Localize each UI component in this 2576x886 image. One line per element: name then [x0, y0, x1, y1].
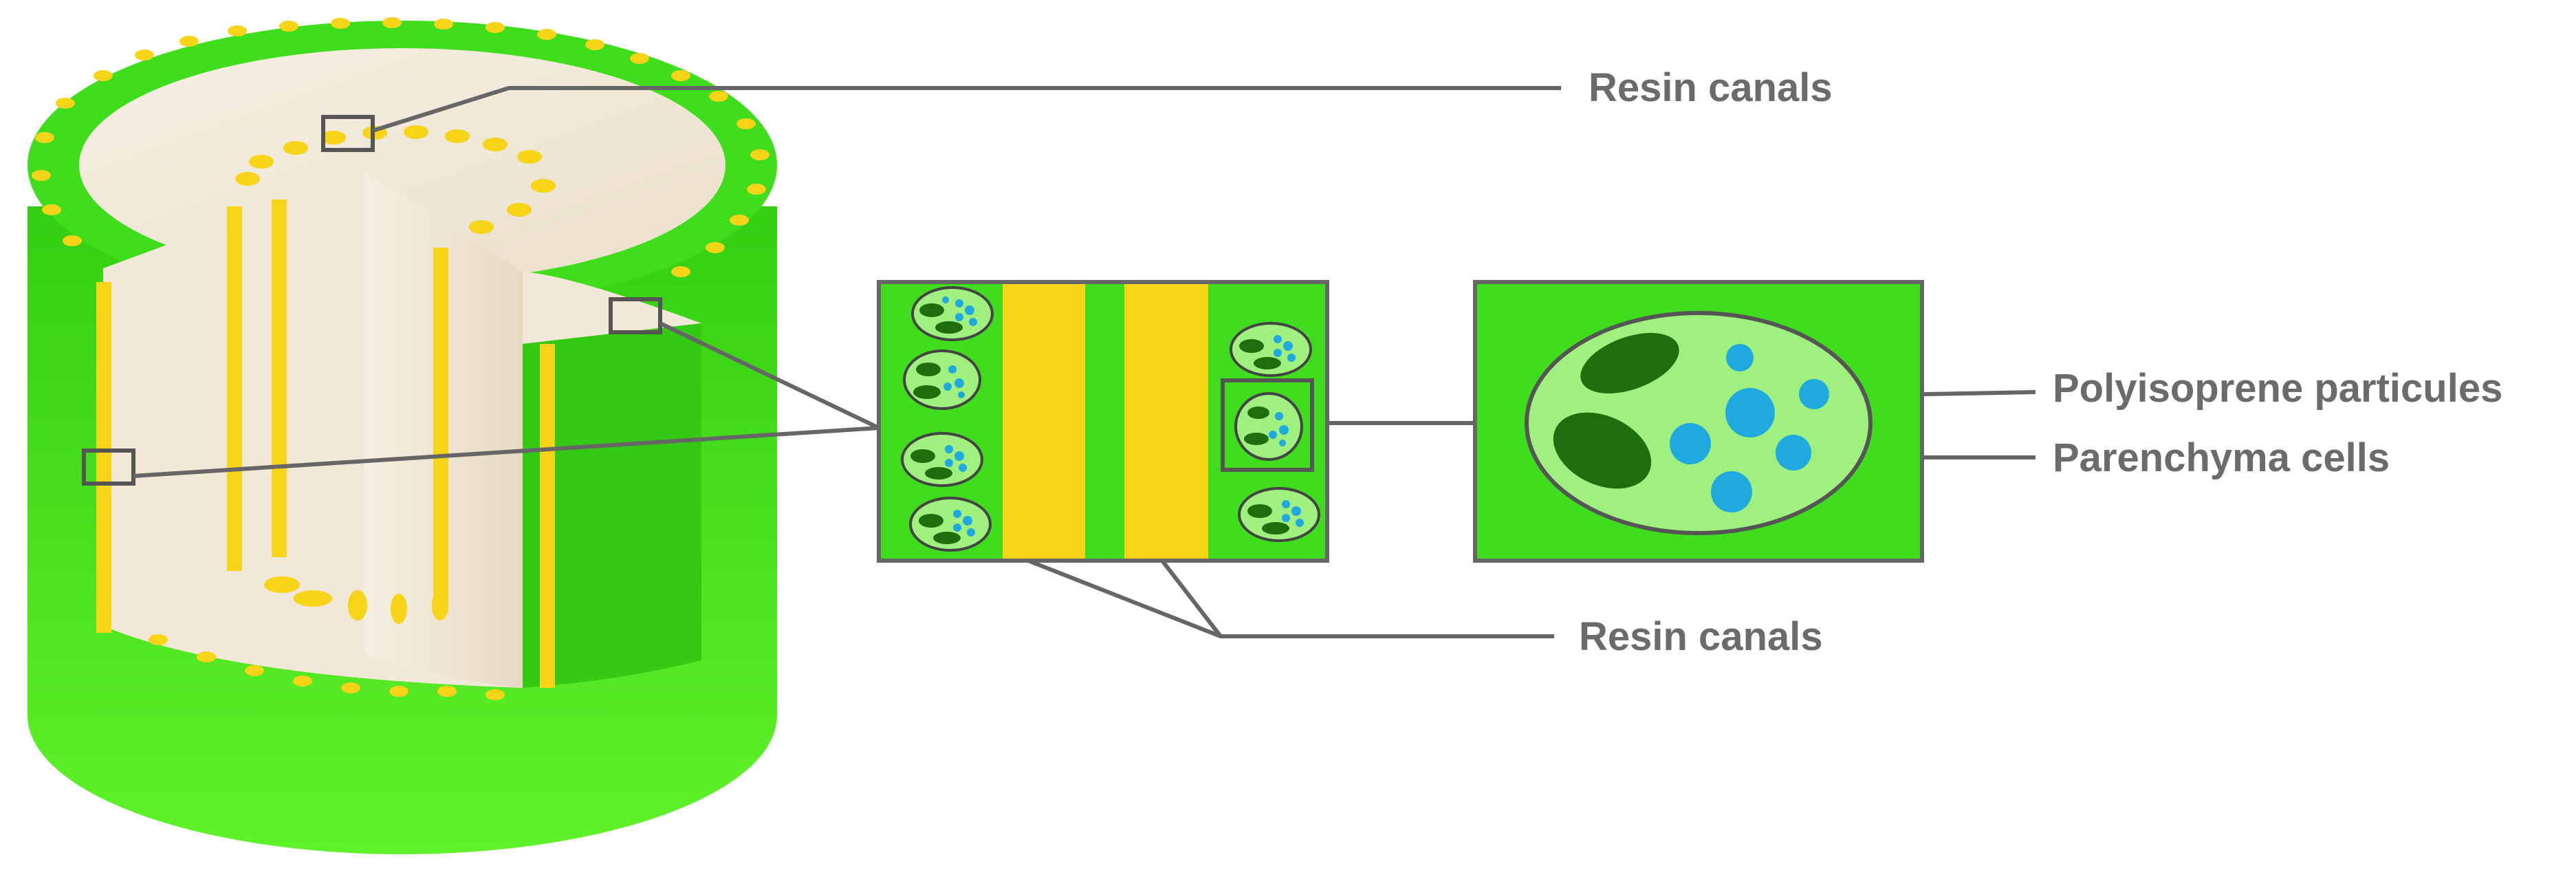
label-parenchyma-cells: Parenchyma cells [2053, 435, 2390, 480]
label-resin-canals-top: Resin canals [1589, 65, 1833, 110]
leader-lines [133, 86, 2036, 638]
trunk-cylinder [28, 17, 777, 854]
bark-cut-edge [523, 323, 701, 688]
zoom-box-top [321, 115, 375, 152]
label-resin-canals-bottom: Resin canals [1579, 614, 1823, 659]
parenchyma-cells-right [1230, 322, 1320, 542]
parenchyma-cell [1230, 322, 1312, 377]
parenchyma-cell [909, 497, 992, 552]
zoom-box-left [82, 449, 135, 486]
polyisoprene-particles [1670, 344, 1829, 512]
label-polyisoprene-particles: Polyisoprene particules [2053, 366, 2502, 411]
resin-canal-dots-inner [235, 125, 556, 624]
nucleus-lower [1553, 412, 1652, 489]
parenchyma-cell [1238, 487, 1320, 542]
resin-canal-band-2 [1124, 284, 1208, 559]
zoom-box-cell [1221, 378, 1314, 472]
zoom-box-side [609, 297, 662, 334]
parenchyma-cell [903, 349, 981, 410]
parenchyma-cell [911, 286, 994, 341]
nucleus-upper [1580, 333, 1679, 393]
parenchyma-cell [1234, 392, 1303, 461]
resin-canal-dots-bark [32, 17, 769, 700]
parenchyma-cell [901, 432, 983, 487]
parenchyma-cells-left [901, 286, 994, 552]
tissue-magnified-panel [877, 280, 1329, 563]
cell-magnified-panel [1473, 280, 1924, 563]
resin-canal-band-1 [1003, 284, 1085, 559]
